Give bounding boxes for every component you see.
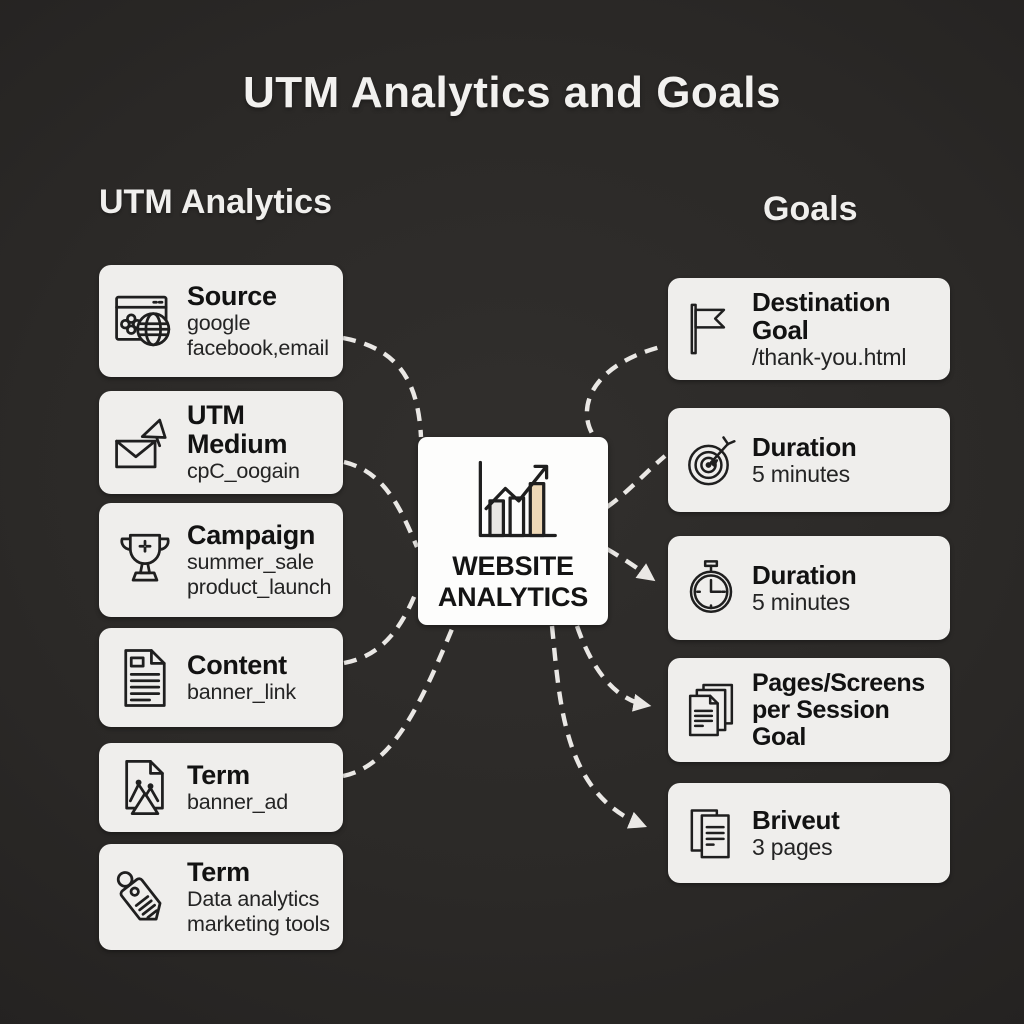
connector-center-duration-target — [605, 454, 667, 509]
connector-center-duration-time — [605, 547, 656, 582]
card-subtitle: google — [187, 311, 251, 336]
card-text: Destination Goal /thank-you.html — [752, 288, 940, 370]
price-tag-icon — [112, 864, 178, 930]
card-subtitle: marketing tools — [187, 911, 330, 936]
pages-icon — [681, 803, 741, 863]
center-label-line2: ANALYTICS — [437, 582, 589, 613]
section-heading-goals: Goals — [763, 190, 858, 228]
stacked-pages-icon — [681, 680, 741, 740]
card-text: Term banner_ad — [187, 759, 333, 815]
card-term-tag: Term Data analytics marketing tools — [99, 844, 343, 950]
connector-medium-center — [343, 459, 420, 548]
section-heading-utm: UTM Analytics — [99, 183, 333, 221]
connector-content-center — [343, 589, 420, 666]
card-destination-goal: Destination Goal /thank-you.html — [668, 278, 950, 380]
trophy-icon — [112, 527, 178, 593]
card-subtitle: 5 minutes — [752, 460, 850, 487]
card-title: Content — [187, 649, 287, 680]
card-subtitle: summer_sale — [187, 550, 314, 575]
card-title-line2: per Session Goal — [752, 695, 890, 751]
target-dart-icon — [681, 430, 741, 490]
card-campaign: Campaign summer_sale product_launch — [99, 503, 343, 617]
connector-source-center — [342, 335, 424, 438]
card-subtitle: cpC_oogain — [187, 459, 300, 484]
card-text: UTM Medium cpC_oogain — [187, 400, 333, 484]
card-text: Pages/Screens per Session Goal — [752, 668, 940, 751]
browser-globe-icon — [112, 288, 178, 354]
card-subtitle: 3 pages — [752, 833, 833, 860]
card-title: Duration — [752, 431, 857, 462]
card-title: Term — [187, 759, 250, 790]
card-briveut: Briveut 3 pages — [668, 783, 950, 883]
card-subtitle: Data analytics — [187, 887, 320, 912]
card-title: Destination Goal — [752, 286, 891, 345]
card-subtitle: banner_link — [187, 679, 296, 704]
card-title: UTM Medium — [187, 400, 288, 460]
card-duration-time: Duration 5 minutes — [668, 536, 950, 640]
card-text: Duration 5 minutes — [752, 433, 940, 487]
card-subtitle: /thank-you.html — [752, 343, 907, 370]
card-title: Source — [187, 280, 277, 311]
card-pages-screens: Pages/Screens per Session Goal — [668, 658, 950, 762]
connector-center-pages — [574, 625, 652, 712]
bar-chart-trend-icon — [461, 451, 565, 547]
center-label: WEBSITE ANALYTICS — [438, 551, 588, 613]
card-title: Briveut — [752, 804, 840, 835]
page-title: UTM Analytics and Goals — [243, 68, 781, 117]
card-title: Campaign — [187, 519, 316, 550]
document-icon — [112, 645, 178, 711]
card-text: Duration 5 minutes — [752, 561, 940, 615]
connector-term-center — [342, 628, 455, 779]
stopwatch-icon — [681, 558, 741, 618]
card-title: Duration — [752, 559, 857, 590]
card-text: Content banner_link — [187, 649, 333, 705]
card-title: Term — [187, 856, 250, 887]
card-content: Content banner_link — [99, 628, 343, 727]
card-subtitle: 5 minutes — [752, 588, 850, 615]
card-subtitle: product_launch — [187, 574, 332, 599]
envelope-megaphone-icon — [112, 410, 178, 476]
card-source: Source google facebook,email — [99, 265, 343, 377]
flag-icon — [681, 299, 741, 359]
card-text: Term Data analytics marketing tools — [187, 856, 333, 936]
card-subtitle: banner_ad — [187, 789, 289, 814]
image-document-icon — [112, 755, 178, 821]
card-text: Briveut 3 pages — [752, 806, 940, 860]
card-utm-medium: UTM Medium cpC_oogain — [99, 391, 343, 494]
connector-center-destination — [584, 343, 665, 451]
center-node-website-analytics: WEBSITE ANALYTICS — [418, 437, 608, 625]
card-duration-target: Duration 5 minutes — [668, 408, 950, 512]
card-subtitle: facebook,email — [187, 335, 329, 360]
card-text: Campaign summer_sale product_launch — [187, 519, 333, 599]
center-label-line1: WEBSITE — [452, 551, 574, 581]
card-term-banner: Term banner_ad — [99, 743, 343, 832]
connector-center-briveut — [549, 625, 648, 829]
card-text: Source google facebook,email — [187, 280, 333, 360]
card-title: Pages/Screens — [752, 668, 925, 697]
